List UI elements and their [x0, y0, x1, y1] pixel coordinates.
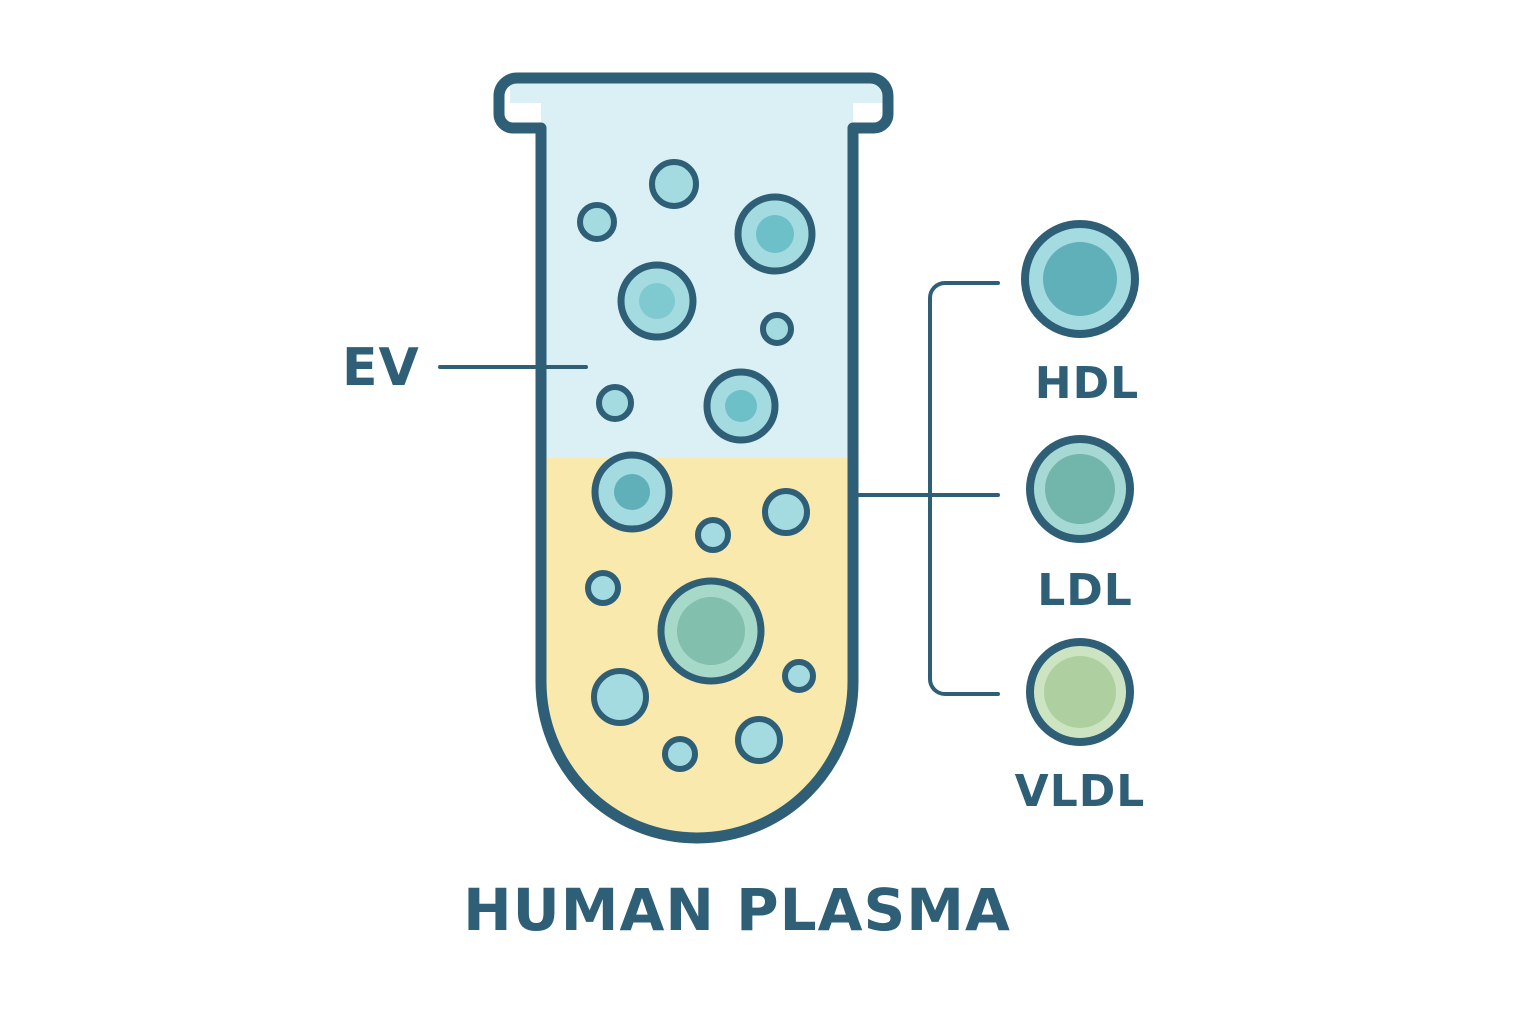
ev-label: EV — [342, 338, 420, 398]
particle — [782, 659, 816, 693]
particle — [649, 159, 699, 209]
lipoprotein-bracket — [856, 281, 1000, 696]
particle — [591, 668, 649, 726]
particle — [577, 202, 617, 242]
particle — [762, 488, 810, 536]
particle — [734, 193, 816, 275]
tube-contents — [510, 82, 885, 838]
test-tube-outline — [493, 72, 894, 844]
hdl-particle-icon — [1021, 220, 1139, 338]
particle — [657, 577, 765, 685]
particle — [703, 368, 779, 444]
ldl-particle-icon — [1026, 435, 1134, 543]
hdl-label: HDL — [1035, 358, 1139, 409]
particle — [585, 570, 621, 606]
particle — [617, 261, 697, 341]
particle — [591, 451, 673, 533]
vldl-particle-icon — [1026, 638, 1134, 746]
particle — [662, 736, 698, 772]
diagram-title: HUMAN PLASMA — [463, 876, 1011, 944]
vldl-label: VLDL — [1015, 766, 1146, 817]
particle — [695, 517, 731, 553]
plasma-particles — [577, 159, 816, 772]
ldl-label: LDL — [1037, 565, 1133, 616]
particle — [760, 312, 794, 346]
upper-plasma-layer — [510, 82, 885, 458]
particle — [735, 716, 783, 764]
particle — [596, 384, 634, 422]
